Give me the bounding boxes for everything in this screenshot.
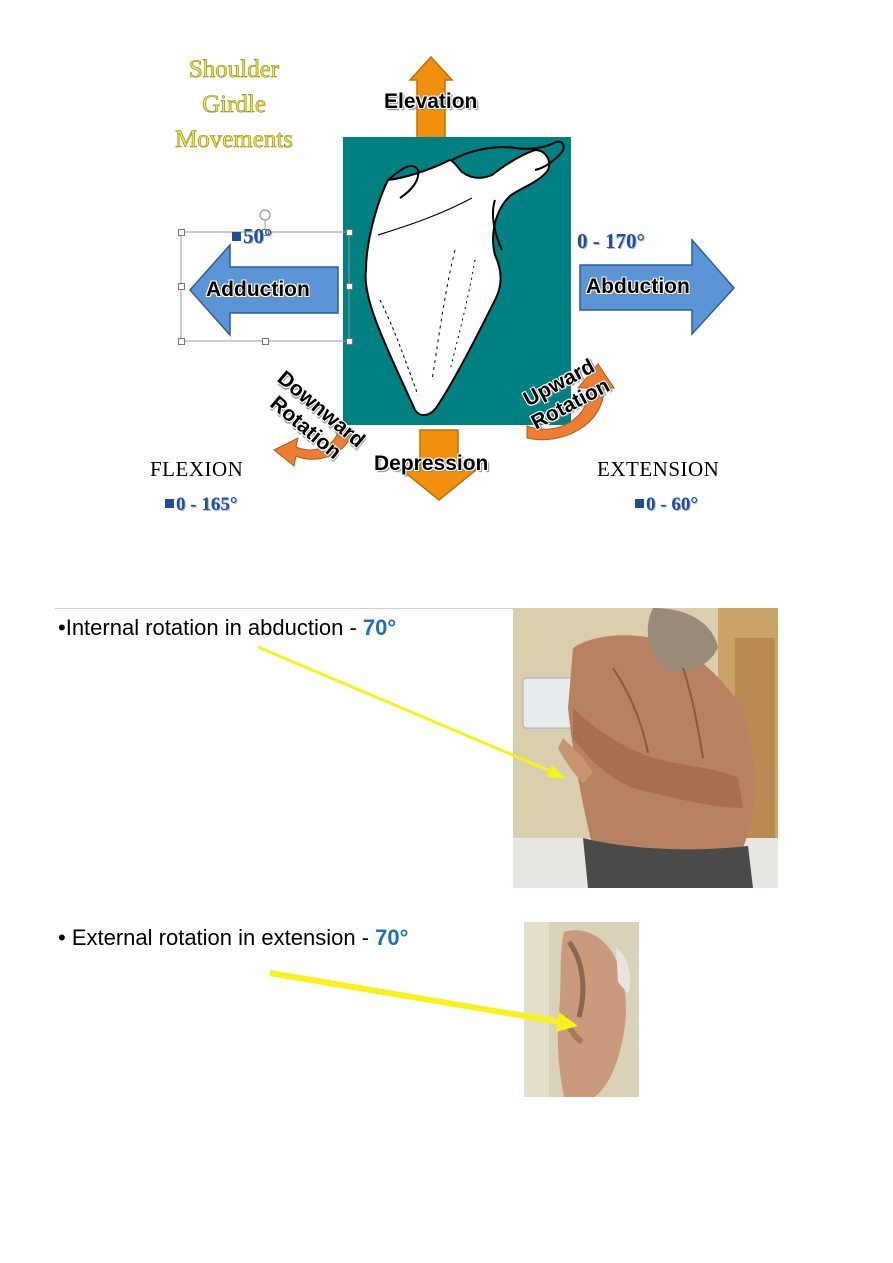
bullet-square-icon bbox=[165, 499, 174, 508]
diagram-title: Shoulder Girdle Movements bbox=[144, 52, 324, 157]
external-rotation-value: 70° bbox=[375, 925, 409, 950]
internal-rotation-value: 70° bbox=[362, 615, 397, 640]
adduction-range: 50° bbox=[232, 224, 272, 249]
selection-handle bbox=[346, 283, 353, 290]
abduction-arrow bbox=[579, 238, 736, 336]
selection-handle bbox=[346, 338, 353, 345]
bullet-dot: • bbox=[58, 615, 66, 640]
selection-handle bbox=[178, 283, 185, 290]
flexion-range: 0 - 165° bbox=[165, 494, 237, 516]
selection-handle bbox=[262, 229, 269, 236]
title-line-2: Girdle bbox=[202, 91, 266, 119]
bullet-square-icon bbox=[232, 232, 241, 241]
adduction-arrow bbox=[188, 243, 339, 337]
selection-handle bbox=[346, 229, 353, 236]
bullet-dot: • bbox=[58, 925, 72, 950]
elevation-label: Elevation bbox=[384, 90, 478, 113]
title-line-3: Movements bbox=[174, 126, 294, 154]
extension-range: 0 - 60° bbox=[635, 494, 698, 516]
abduction-range: 0 - 170° bbox=[577, 229, 645, 253]
title-line-1: Shoulder bbox=[188, 56, 280, 84]
selection-handle bbox=[178, 229, 185, 236]
upward-rotation-arrow bbox=[526, 363, 615, 441]
selection-handle bbox=[262, 338, 269, 345]
internal-rotation-photo bbox=[513, 608, 778, 888]
selection-handle bbox=[178, 338, 185, 345]
extension-label: EXTENSION bbox=[597, 457, 720, 481]
bullet-square-icon bbox=[635, 499, 644, 508]
adduction-label: Adduction bbox=[206, 278, 310, 301]
downward-rotation-arrow bbox=[273, 427, 353, 467]
flexion-label: FLEXION bbox=[150, 457, 244, 481]
elevation-arrow bbox=[408, 55, 454, 141]
scapula-illustration bbox=[364, 140, 565, 416]
diagram-shapes bbox=[180, 55, 736, 501]
depression-label: Depression bbox=[374, 452, 489, 475]
external-rotation-photo bbox=[524, 922, 639, 1097]
internal-rotation-item: •Internal rotation in abduction - 70° bbox=[58, 615, 397, 640]
external-rotation-item: • External rotation in extension - 70° bbox=[58, 925, 409, 950]
abduction-label: Abduction bbox=[586, 275, 690, 298]
depression-arrow bbox=[399, 429, 479, 501]
section-divider bbox=[55, 608, 513, 609]
